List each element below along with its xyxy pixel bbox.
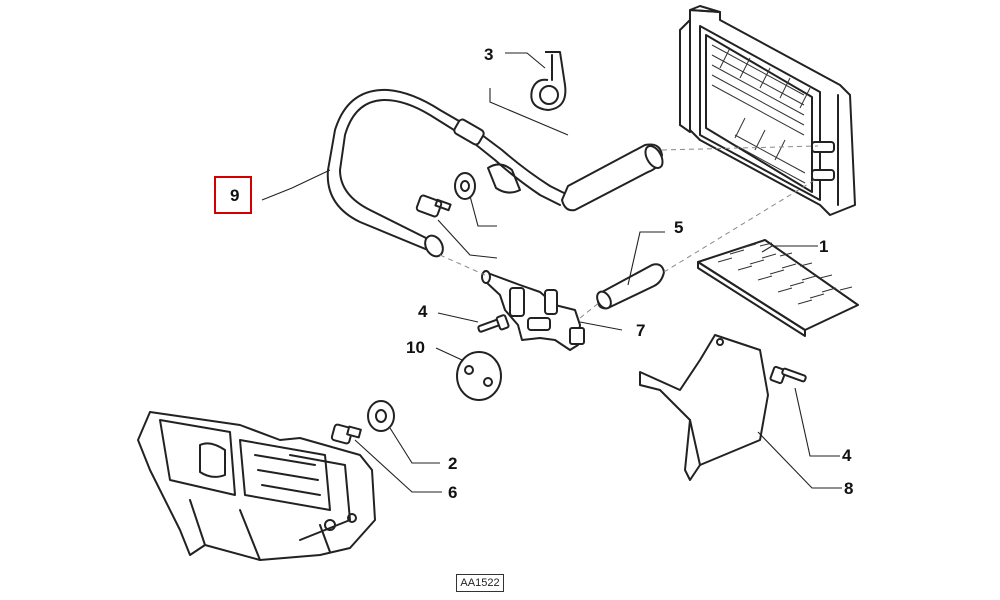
callout-4-right[interactable]: 4 (842, 446, 852, 465)
callout-1[interactable]: 1 (819, 237, 828, 256)
bolt-6[interactable] (330, 423, 362, 445)
hose-sleeve[interactable] (594, 263, 665, 310)
callout-8[interactable]: 8 (844, 479, 853, 498)
alignment-lines (439, 145, 819, 319)
bracket-cover[interactable] (639, 334, 769, 481)
callouts: 3 9 5 1 4 7 10 2 4 6 8 (230, 45, 853, 502)
grommet-upper[interactable] (454, 172, 476, 200)
bolt-left[interactable] (477, 314, 510, 333)
callout-6[interactable]: 6 (448, 483, 457, 502)
callout-3[interactable]: 3 (484, 45, 493, 64)
callout-10[interactable]: 10 (406, 338, 425, 357)
callout-4-left[interactable]: 4 (418, 302, 428, 321)
radiator-core[interactable] (679, 5, 856, 216)
diagram-code: AA1522 (456, 574, 504, 592)
callout-7[interactable]: 7 (636, 321, 645, 340)
grommet-2[interactable] (367, 400, 395, 432)
bolt-right[interactable] (769, 365, 807, 385)
bolt-upper[interactable] (415, 194, 452, 218)
highlight-box (214, 176, 252, 214)
callout-2[interactable]: 2 (448, 454, 457, 473)
leader-lines (261, 52, 842, 493)
connector-valve[interactable] (481, 270, 585, 351)
callout-9[interactable]: 9 (230, 186, 239, 205)
hose-clamp[interactable] (530, 51, 567, 111)
heater-pipe[interactable] (326, 88, 666, 260)
grommet-10[interactable] (456, 351, 502, 401)
heater-housing[interactable] (137, 411, 376, 561)
grille-plate[interactable] (697, 239, 859, 337)
callout-5[interactable]: 5 (674, 218, 683, 237)
